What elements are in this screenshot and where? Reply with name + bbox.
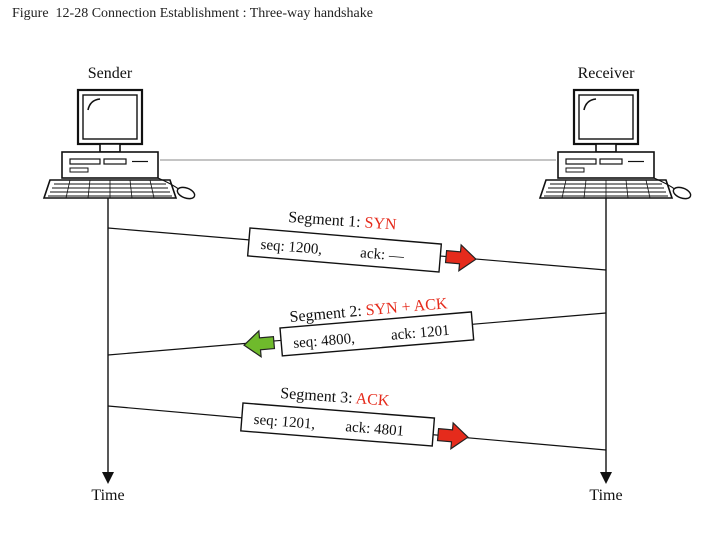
segment-2-seq: seq: 4800,	[293, 331, 356, 352]
receiver-label: Receiver	[578, 65, 636, 82]
receiver-computer-icon	[538, 88, 694, 202]
segment-1-arrow-icon	[444, 243, 477, 272]
segment-1-ack: ack: —	[360, 245, 406, 265]
sender-timeline	[102, 198, 114, 484]
sender-time-label: Time	[91, 487, 124, 504]
figure-caption: Figure 12-28 Connection Establishment : …	[12, 6, 373, 21]
segment-3-title: Segment 3: ACK	[280, 385, 391, 410]
segment-3: Segment 3: ACK seq: 1201, ack: 4801	[107, 385, 607, 451]
segment-3-arrow-icon	[436, 421, 469, 450]
segment-1-title: Segment 1: SYN	[288, 209, 398, 234]
segment-1-box: seq: 1200, ack: —	[246, 227, 443, 273]
segment-2-arrow-icon	[243, 329, 276, 358]
sender-computer-icon	[42, 88, 198, 202]
segment-3-seq: seq: 1201,	[253, 412, 316, 433]
segment-1: Segment 1: SYN seq: 1200, ack: —	[107, 209, 607, 273]
segment-1-flag: SYN	[364, 214, 398, 233]
segment-3-box: seq: 1201, ack: 4801	[240, 402, 436, 447]
segment-1-seq: seq: 1200,	[260, 237, 323, 258]
segment-3-flag: ACK	[355, 390, 390, 409]
receiver-timeline	[600, 198, 612, 484]
segment-2-ack: ack: 1201	[390, 323, 450, 344]
receiver-time-label: Time	[589, 487, 622, 504]
segment-2: Segment 2: SYN + ACK seq: 4800, ack: 120…	[107, 295, 607, 358]
segment-2-box: seq: 4800, ack: 1201	[279, 311, 475, 357]
segment-3-ack: ack: 4801	[345, 419, 405, 440]
sender-label: Sender	[88, 65, 133, 82]
